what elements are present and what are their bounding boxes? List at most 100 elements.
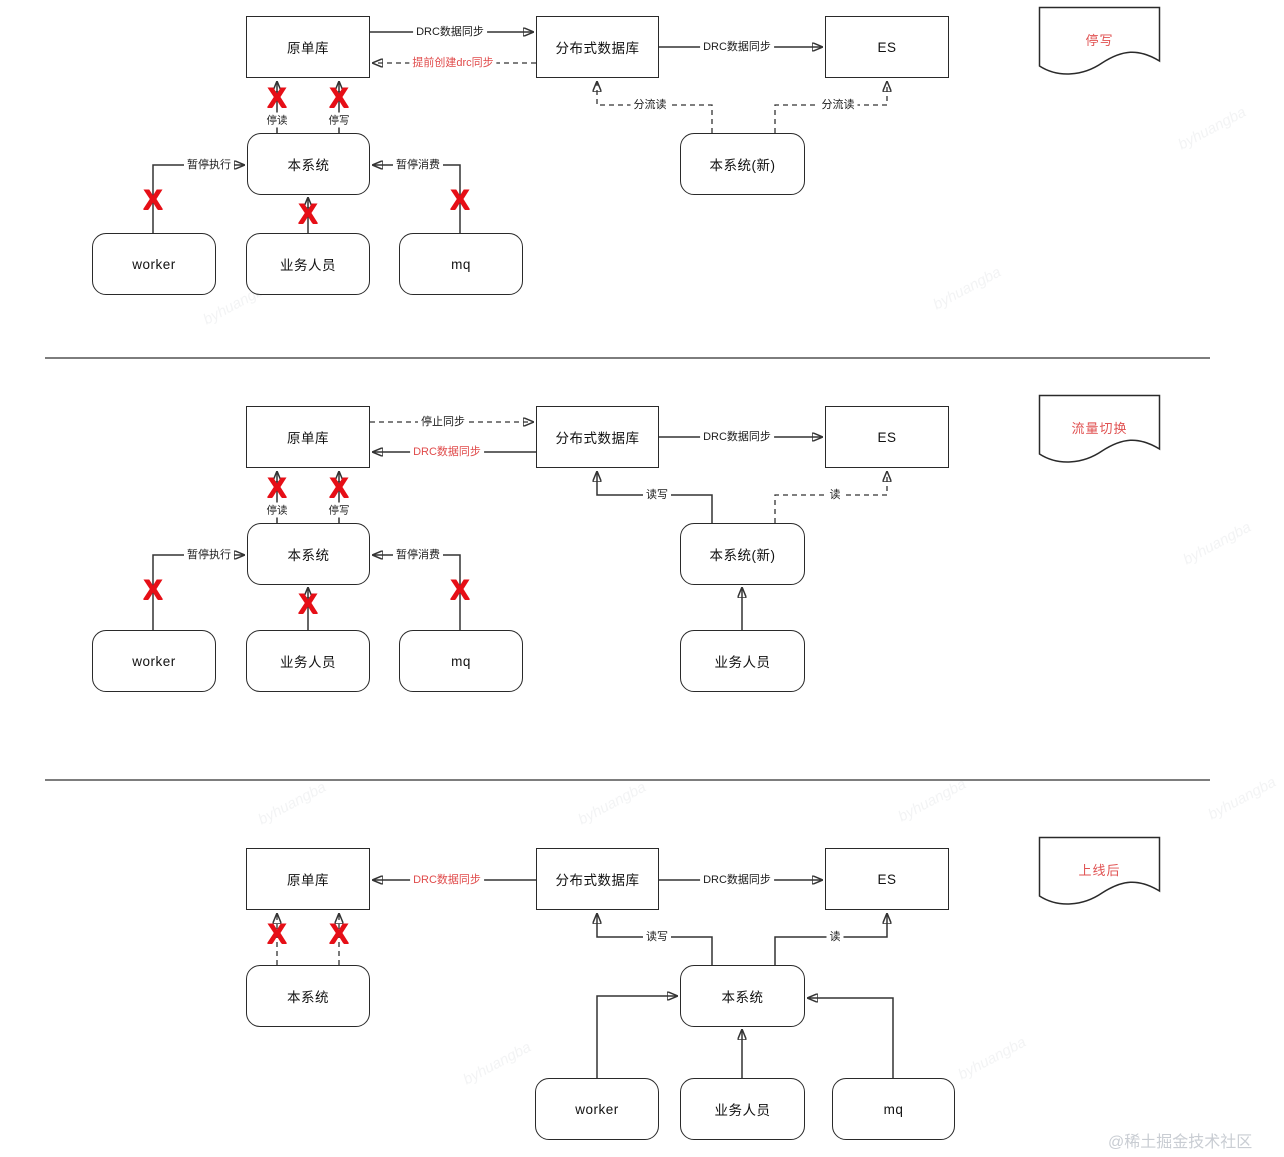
node-dist-db-s1: 分布式数据库 <box>536 16 659 78</box>
node-worker-s3: worker <box>535 1078 659 1140</box>
node-label: ES <box>877 871 897 887</box>
node-label: ES <box>877 39 897 55</box>
node-label: 业务人员 <box>714 1103 771 1118</box>
edge-label-split-read-es-s1: 分流读 <box>818 96 858 112</box>
document-shape-icon <box>1038 6 1161 75</box>
node-mq-s1: mq <box>399 233 523 295</box>
node-label: mq <box>451 653 471 669</box>
node-label: 本系统 <box>287 158 330 173</box>
x-mark-icon: X <box>298 198 318 231</box>
x-mark-icon: X <box>267 82 287 115</box>
edge-mq-system-s3 <box>808 998 894 1078</box>
stage-note-stop-write: 停写 <box>1038 6 1161 86</box>
stage-note-after-launch: 上线后 <box>1038 836 1161 916</box>
node-source-db-s1: 原单库 <box>246 16 370 78</box>
edge-worker-system-s1 <box>152 165 244 233</box>
node-label: 分布式数据库 <box>555 873 640 888</box>
node-label: worker <box>132 256 176 272</box>
node-source-db-s3: 原单库 <box>246 848 370 910</box>
edge-mq-system-s1 <box>373 165 461 233</box>
node-system-s1: 本系统 <box>247 133 370 195</box>
node-label: 业务人员 <box>280 258 336 273</box>
edge-label-pre-create-drc-s1: 提前创建drc同步 <box>409 54 497 70</box>
edge-label-read-write-s3: 读写 <box>643 928 671 944</box>
edge-label-stop-write-s1: 停写 <box>325 112 353 128</box>
node-label: 本系统 <box>287 990 329 1005</box>
node-source-db-s2: 原单库 <box>246 406 370 468</box>
node-label: 本系统 <box>287 548 330 563</box>
edge-label-drc-sync-es-s2: DRC数据同步 <box>700 428 774 444</box>
x-mark-icon: X <box>143 184 163 217</box>
edge-label-pause-exec-s1: 暂停执行 <box>184 156 234 172</box>
node-label: 原单库 <box>287 873 329 888</box>
edge-label-read-s2: 读 <box>826 486 844 502</box>
x-mark-icon: X <box>298 588 318 621</box>
section-divider <box>45 779 1210 781</box>
edge-mq-system-s2 <box>373 555 461 630</box>
edge-label-split-read-dist-s1: 分流读 <box>630 96 670 112</box>
section-divider <box>45 357 1210 359</box>
edge-worker-system-s2 <box>152 555 244 630</box>
node-label: 分布式数据库 <box>555 431 640 446</box>
edge-label-read-s3: 读 <box>826 928 844 944</box>
node-label: worker <box>132 653 176 669</box>
node-staff-new-s2: 业务人员 <box>680 630 805 692</box>
node-label: mq <box>883 1101 904 1117</box>
node-system-s2: 本系统 <box>247 523 370 585</box>
x-mark-icon: X <box>329 918 349 951</box>
document-shape-icon <box>1038 394 1161 463</box>
x-mark-icon: X <box>267 918 287 951</box>
edge-label-drc-sync-dist-s1: DRC数据同步 <box>413 23 487 39</box>
node-staff-s1: 业务人员 <box>246 233 370 295</box>
node-label: 原单库 <box>287 41 329 56</box>
node-staff-s2: 业务人员 <box>246 630 370 692</box>
node-mq-s2: mq <box>399 630 523 692</box>
node-dist-db-s3: 分布式数据库 <box>536 848 659 910</box>
node-system-s3: 本系统 <box>680 965 805 1027</box>
node-label: 本系统(新) <box>709 548 776 563</box>
stage-note-traffic-switch: 流量切换 <box>1038 394 1161 474</box>
node-dist-db-s2: 分布式数据库 <box>536 406 659 468</box>
node-label: 业务人员 <box>280 655 336 670</box>
node-label: worker <box>575 1101 619 1117</box>
node-label: mq <box>451 256 471 272</box>
stage-title: 停写 <box>1085 33 1114 48</box>
edge-label-read-write-s2: 读写 <box>643 486 671 502</box>
node-es-s2: ES <box>825 406 949 468</box>
node-system-new-s1: 本系统(新) <box>680 133 805 195</box>
x-mark-icon: X <box>450 574 470 607</box>
node-es-s1: ES <box>825 16 949 78</box>
x-mark-icon: X <box>143 574 163 607</box>
node-mq-s3: mq <box>832 1078 955 1140</box>
stage-title: 上线后 <box>1078 863 1121 878</box>
node-staff-s3: 业务人员 <box>680 1078 805 1140</box>
document-shape-icon <box>1038 836 1161 905</box>
node-label: 原单库 <box>287 431 329 446</box>
edge-label-stop-read-s1: 停读 <box>263 112 291 128</box>
edge-label-pause-consume-s1: 暂停消费 <box>393 156 443 172</box>
edge-label-stop-sync-s2: 停止同步 <box>418 413 468 429</box>
stage-title: 流量切换 <box>1071 421 1128 436</box>
node-label: 业务人员 <box>714 655 771 670</box>
node-label: 分布式数据库 <box>555 41 640 56</box>
node-label: ES <box>877 429 897 445</box>
node-label: 本系统(新) <box>709 158 776 173</box>
x-mark-icon: X <box>267 472 287 505</box>
x-mark-icon: X <box>329 472 349 505</box>
node-system-new-s2: 本系统(新) <box>680 523 805 585</box>
edge-label-drc-sync-back-s3: DRC数据同步 <box>410 871 484 887</box>
node-worker-s2: worker <box>92 630 216 692</box>
edge-label-stop-write-s2: 停写 <box>325 502 353 518</box>
edge-label-pause-consume-s2: 暂停消费 <box>393 546 443 562</box>
node-worker-s1: worker <box>92 233 216 295</box>
edge-label-drc-sync-back-s2: DRC数据同步 <box>410 443 484 459</box>
node-es-s3: ES <box>825 848 949 910</box>
edge-label-stop-read-s2: 停读 <box>263 502 291 518</box>
x-mark-icon: X <box>329 82 349 115</box>
x-mark-icon: X <box>450 184 470 217</box>
juejin-credit-watermark: @稀土掘金技术社区 <box>1108 1134 1253 1151</box>
edge-worker-system-s3 <box>596 996 677 1078</box>
edge-label-drc-sync-es-s1: DRC数据同步 <box>700 38 774 54</box>
